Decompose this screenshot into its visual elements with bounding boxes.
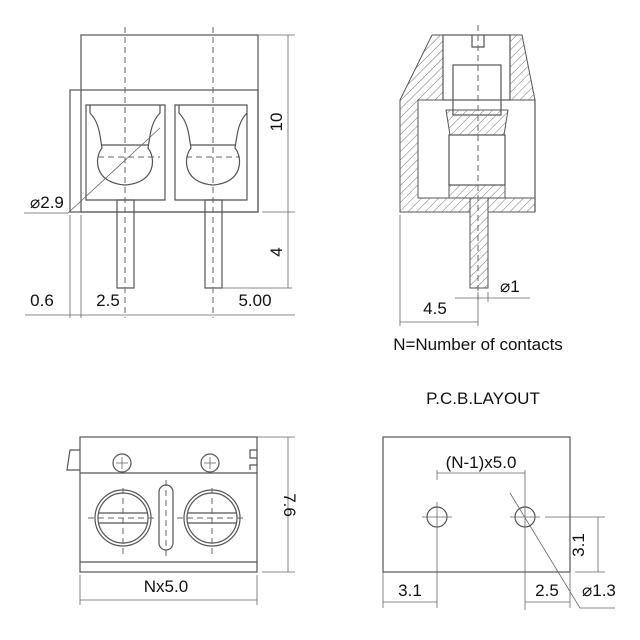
side-offset-label: 4.5 xyxy=(423,299,447,318)
height-label: 10 xyxy=(267,113,286,132)
top-view: 7.6 Nx5.0 xyxy=(66,436,299,605)
depth-label: 7.6 xyxy=(280,493,299,517)
pin-length-label: 4 xyxy=(267,247,286,256)
offset-label: 0.6 xyxy=(30,291,54,310)
side-view: 4.5 ⌀1 xyxy=(399,25,536,326)
pin-diameter-label: ⌀1 xyxy=(500,277,520,296)
contacts-note: N=Number of contacts xyxy=(393,335,563,354)
hole-diameter-label: ⌀2.9 xyxy=(30,193,64,212)
right-offset-label: 2.5 xyxy=(535,581,559,600)
pcb-layout: (N-1)x5.0 3.1 3.1 2.5 ⌀1.3 xyxy=(382,436,616,610)
pitch-label: 5.00 xyxy=(238,291,271,310)
pitch-label: (N-1)x5.0 xyxy=(446,453,517,472)
pcb-layout-title: P.C.B.LAYOUT xyxy=(426,389,540,408)
width-label: Nx5.0 xyxy=(144,577,188,596)
pin-width-label: 2.5 xyxy=(96,291,120,310)
vertical-offset-label: 3.1 xyxy=(569,533,588,557)
hole-diameter-label: ⌀1.3 xyxy=(582,581,616,600)
left-offset-label: 3.1 xyxy=(398,581,422,600)
front-view: ⌀2.9 10 4 0.6 2.5 5.00 xyxy=(24,27,295,318)
